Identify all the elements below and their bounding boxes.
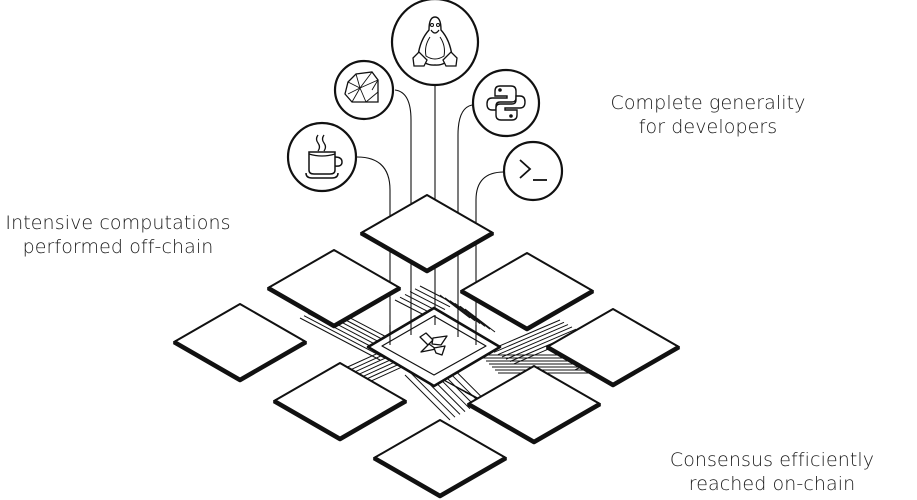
trace-left — [299, 317, 381, 361]
trace-upper-right — [449, 300, 481, 324]
python-icon — [471, 68, 541, 138]
trace-right — [505, 328, 577, 360]
tile-bottom — [373, 419, 507, 497]
trace-right — [501, 326, 573, 358]
trace-upper-left — [409, 291, 446, 311]
trace-upper-right — [464, 308, 496, 333]
tile-right-edge — [545, 345, 681, 388]
tile-upper-right-edge — [459, 289, 595, 332]
trace-right — [497, 324, 569, 356]
tile-left — [173, 303, 307, 381]
terminal-prompt-icon — [502, 140, 564, 202]
trace-right — [493, 321, 565, 353]
offchain-label-line-2: performed off-chain — [22, 236, 214, 258]
tiles — [172, 194, 681, 499]
connector-ruby — [394, 89, 412, 335]
trace-right — [489, 319, 561, 351]
generality-label-line-2: for developers — [638, 116, 778, 138]
trace-upper-right — [439, 294, 471, 319]
connector-terminal — [475, 171, 505, 345]
trace-bottom — [404, 374, 451, 421]
consensus-label-line-1: Consensus efficiently — [669, 449, 875, 471]
tile-top-edge — [359, 231, 495, 274]
tile-upper-left — [267, 249, 401, 327]
linux-penguin-icon — [390, 0, 480, 87]
offchain-label: Intensive computations performed off-cha… — [0, 211, 236, 259]
tile-lower-right — [467, 365, 601, 443]
trace-left — [303, 315, 385, 359]
tile-lower-left-edge — [272, 399, 408, 442]
tile-lower-right-edge — [466, 402, 602, 445]
trace-upper-left — [414, 288, 451, 308]
generality-label: Complete generality for developers — [597, 91, 819, 139]
tile-top — [360, 194, 494, 272]
tile-bottom-edge — [372, 456, 508, 499]
icon-connectors — [356, 65, 505, 345]
logo-icon — [419, 332, 448, 356]
generality-label-line-1: Complete generality — [610, 92, 806, 114]
consensus-label: Consensus efficiently reached on-chain — [656, 448, 888, 496]
trace-upper-right — [454, 303, 486, 327]
offchain-label-line-1: Intensive computations — [5, 212, 231, 234]
tile-left-edge — [172, 340, 308, 383]
tech-icons — [286, 0, 564, 202]
connector-java — [356, 156, 391, 345]
trace-bottom — [409, 371, 456, 418]
tile-upper-right — [460, 252, 594, 330]
tile-upper-left-edge — [266, 286, 402, 329]
trace-upper-right — [444, 297, 476, 322]
trace-upper-right — [459, 305, 491, 330]
tile-right — [546, 308, 680, 386]
ruby-gem-icon — [333, 59, 395, 121]
consensus-label-line-2: reached on-chain — [688, 473, 856, 495]
central-chip — [366, 306, 502, 388]
connector-python — [457, 104, 473, 337]
java-cup-icon — [286, 121, 358, 193]
